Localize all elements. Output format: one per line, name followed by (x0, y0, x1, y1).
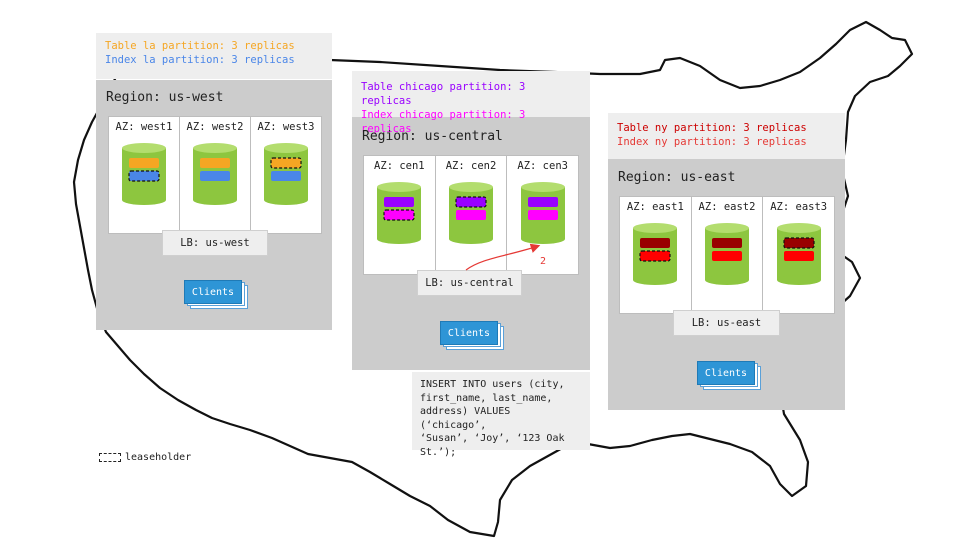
lb-us-east: LB: us-east (673, 310, 780, 336)
az-west3-label: AZ: west3 (257, 121, 315, 133)
clients-us-east-button[interactable]: Clients (697, 361, 755, 385)
replica-index-leaseholder (383, 209, 415, 221)
replica-index (271, 171, 301, 181)
region-us-west-legend: Table la partition: 3 replicas Index la … (96, 33, 332, 79)
region-us-east-legend: Table ny partition: 3 replicas Index ny … (608, 113, 845, 159)
clients-us-central: Clients (440, 321, 504, 350)
az-east3: AZ: east3 (763, 197, 834, 313)
sql-statement: INSERT INTO users (city, first_name, las… (412, 372, 590, 458)
az-cen1: AZ: cen1 (364, 156, 436, 274)
node-cylinder-icon (633, 223, 678, 285)
node-cylinder-icon (377, 182, 422, 244)
az-west1-label: AZ: west1 (115, 121, 173, 133)
replica-index (200, 171, 230, 181)
clients-us-central-button[interactable]: Clients (440, 321, 498, 345)
region-us-east-az-strip: AZ: east1 AZ: east2 AZ: east3 (619, 196, 835, 314)
clients-us-west: Clients (184, 280, 248, 309)
west-index-legend: Index la partition: 3 replicas (105, 54, 295, 66)
leaseholder-legend-label: leaseholder (125, 452, 192, 463)
az-west2-label: AZ: west2 (186, 121, 244, 133)
region-us-west-az-strip: AZ: west1 AZ: west2 AZ: west3 (108, 116, 322, 234)
clients-us-east: Clients (697, 361, 761, 390)
node-cylinder-icon (776, 223, 821, 285)
replica-table (129, 158, 159, 168)
replica-table (527, 197, 558, 207)
central-index-legend: Index chicago partition: 3 replicas (361, 109, 526, 135)
replica-table (712, 238, 742, 248)
replica-table (384, 197, 415, 207)
lb-us-central: LB: us-central (417, 270, 522, 296)
replica-index (456, 210, 486, 220)
node-cylinder-icon (705, 223, 749, 285)
az-cen2: AZ: cen2 (436, 156, 508, 274)
us-border-path (72, 20, 914, 538)
az-east2: AZ: east2 (692, 197, 764, 313)
replica-table-leaseholder (783, 237, 815, 249)
west-table-legend: Table la partition: 3 replicas (105, 40, 295, 52)
az-cen3: AZ: cen3 (507, 156, 578, 274)
az-east1-label: AZ: east1 (626, 201, 684, 213)
node-cylinder-icon (449, 182, 493, 244)
az-east2-label: AZ: east2 (698, 201, 756, 213)
region-us-central-title: Region: us-central (362, 129, 503, 144)
replica-index (783, 251, 814, 261)
replica-table-leaseholder (270, 157, 302, 169)
node-cylinder-icon (520, 182, 565, 244)
az-east1: AZ: east1 (620, 197, 692, 313)
replica-table (640, 238, 671, 248)
region-us-central-legend: Table chicago partition: 3 replicas Inde… (352, 71, 590, 135)
dashed-border-icon (99, 453, 121, 462)
az-west2: AZ: west2 (180, 117, 251, 233)
node-cylinder-icon (122, 143, 166, 205)
node-cylinder-icon (193, 143, 237, 205)
east-table-legend: Table ny partition: 3 replicas (617, 122, 807, 134)
leaseholder-legend: leaseholder (99, 452, 191, 463)
central-table-legend: Table chicago partition: 3 replicas (361, 81, 526, 107)
az-cen1-label: AZ: cen1 (374, 160, 425, 172)
replica-table-leaseholder (455, 196, 487, 208)
replica-index-leaseholder (639, 250, 671, 262)
region-us-west-title: Region: us-west (106, 90, 224, 105)
replica-index-leaseholder (128, 170, 160, 182)
node-cylinder-icon (264, 143, 308, 205)
az-cen3-label: AZ: cen3 (517, 160, 568, 172)
region-us-central-az-strip: AZ: cen1 AZ: cen2 AZ: cen3 (363, 155, 579, 275)
east-index-legend: Index ny partition: 3 replicas (617, 136, 807, 148)
az-west1: AZ: west1 (109, 117, 180, 233)
region-us-east-title: Region: us-east (618, 170, 736, 185)
replica-index (712, 251, 742, 261)
lb-us-west: LB: us-west (162, 230, 268, 256)
replica-table (200, 158, 230, 168)
clients-us-west-button[interactable]: Clients (184, 280, 242, 304)
replica-index (527, 210, 558, 220)
az-east3-label: AZ: east3 (770, 201, 828, 213)
az-cen2-label: AZ: cen2 (445, 160, 497, 172)
az-west3: AZ: west3 (251, 117, 321, 233)
